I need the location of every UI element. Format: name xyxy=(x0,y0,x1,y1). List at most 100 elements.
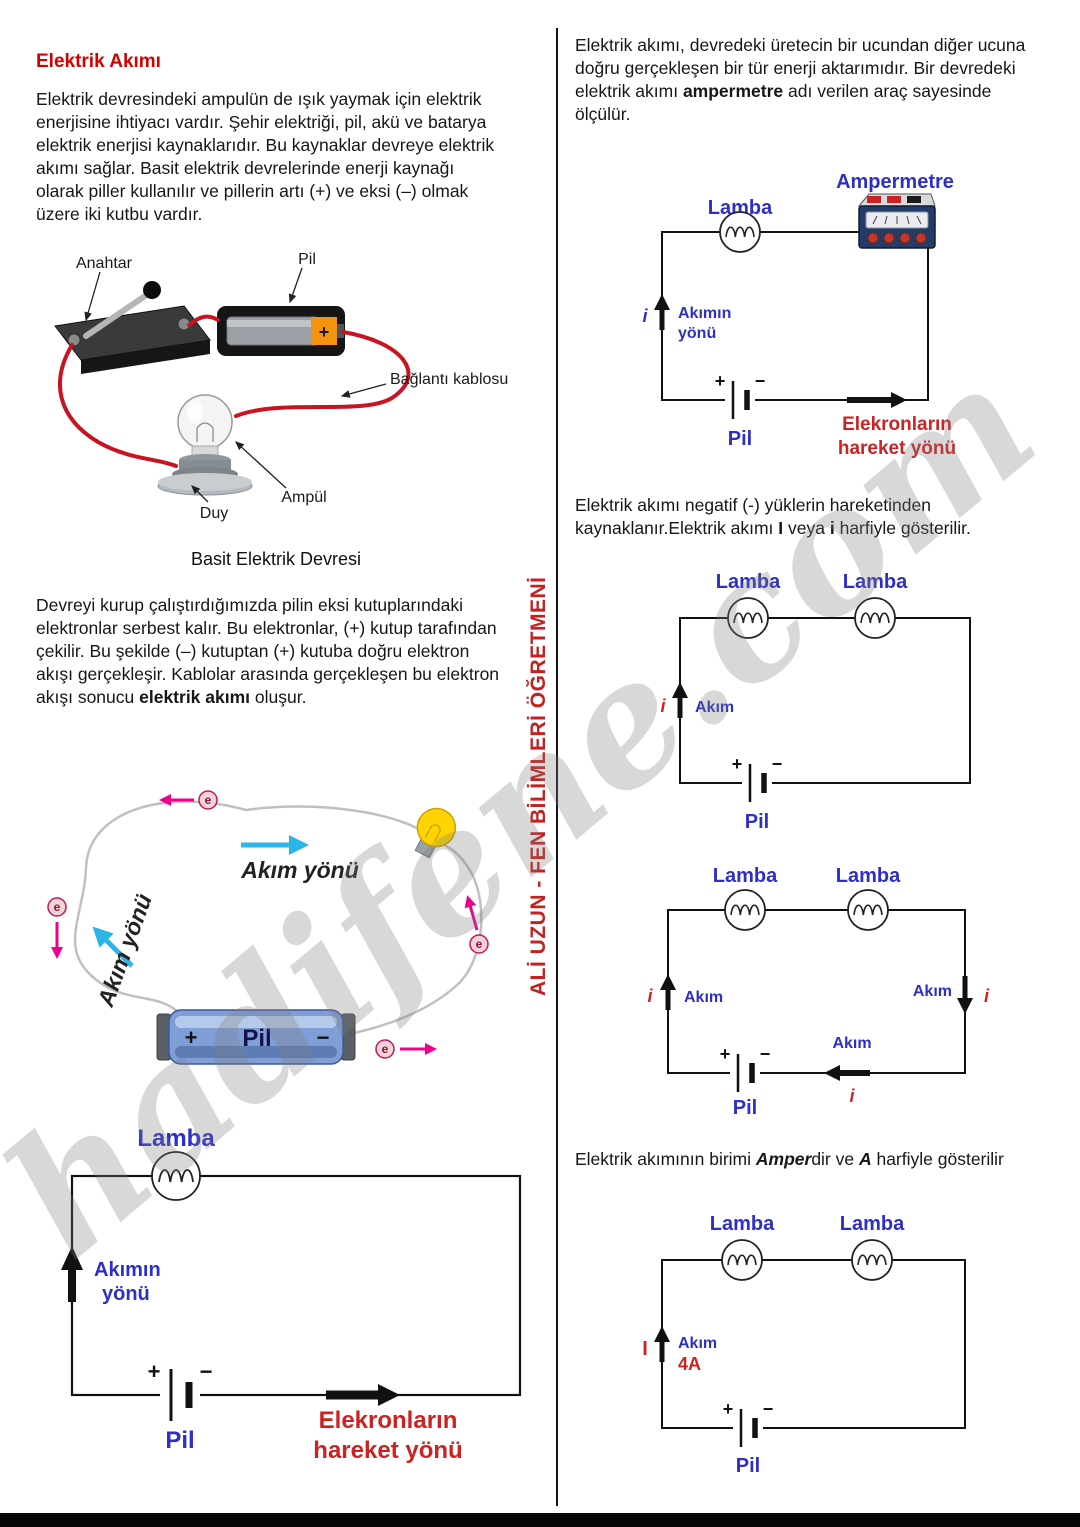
author-credit: ALİ UZUN - FEN BİLİMLERİ ÖĞRETMENİ xyxy=(527,576,550,996)
battery-symbol: + − xyxy=(715,371,766,419)
current-label-left: Akım xyxy=(684,989,723,1006)
electron-direction-label-line2: hareket yönü xyxy=(313,1437,462,1464)
battery-label: Pil xyxy=(728,428,752,450)
text-run: Elektrik akımı, devredeki üretecin bir u… xyxy=(575,35,1026,101)
lamp-symbol xyxy=(151,1151,201,1201)
lamp-label: Lamba xyxy=(836,865,901,887)
battery-callout-label: Pil xyxy=(298,251,316,268)
minus-sign: − xyxy=(755,371,766,391)
figure-ammeter-circuit: Lamba Ampermetre xyxy=(575,162,1045,500)
right-negative-charge-paragraph: Elektrik akımı negatif (-) yüklerin hare… xyxy=(575,494,1047,540)
electron-symbol: e xyxy=(159,790,218,810)
electron-direction-arrow xyxy=(847,392,907,408)
battery-label: Pil xyxy=(733,1097,757,1119)
current-arrow-down xyxy=(957,976,973,1014)
ammeter-device xyxy=(857,193,936,249)
bold-term-I: I xyxy=(778,518,784,538)
lamp-label: Lamba xyxy=(840,1213,905,1235)
svg-text:e: e xyxy=(205,793,212,807)
socket-callout-label: Duy xyxy=(200,505,228,522)
lamp-symbol xyxy=(851,1239,893,1281)
lamp-label: Lamba xyxy=(713,865,778,887)
lamp-symbol xyxy=(854,597,896,639)
battery-symbol: + − xyxy=(148,1359,213,1421)
current-arrow-up xyxy=(672,682,688,718)
glowing-bulb-illustration xyxy=(414,807,457,859)
electron-arrow xyxy=(464,895,479,931)
battery-symbol: + − xyxy=(720,1044,770,1092)
text-run: oluşur. xyxy=(250,687,307,707)
current-arrow-up xyxy=(61,1246,83,1302)
switch-illustration xyxy=(54,281,211,374)
page-bottom-edge xyxy=(0,1513,1080,1527)
battery-symbol: + − xyxy=(723,1399,773,1447)
bold-term-i: i xyxy=(829,518,835,538)
figure-left-schematic: Lamba Akımın yönü + − Pil xyxy=(36,1110,536,1495)
current-arrow-left xyxy=(824,1065,870,1081)
lamp-label: Lamba xyxy=(137,1125,215,1152)
right-intro-paragraph: Elektrik akımı, devredeki üretecin bir u… xyxy=(575,34,1047,126)
svg-text:e: e xyxy=(382,1042,389,1056)
electron-direction-arrow xyxy=(326,1384,400,1406)
lamp-label: Lamba xyxy=(710,1213,775,1235)
figure-unit-circuit: Lamba Lamba I Akım 4A + − xyxy=(575,1198,1045,1518)
plus-sign: + xyxy=(185,1025,198,1050)
electron-direction-label-line2: hareket yönü xyxy=(838,438,956,459)
current-symbol-i-bottom: i xyxy=(849,1086,855,1106)
bold-term-ampermetre: ampermetre xyxy=(682,81,784,101)
plus-sign: + xyxy=(715,371,726,391)
current-symbol-i: i xyxy=(660,696,666,716)
text-run: dir ve xyxy=(811,1149,859,1169)
svg-text:e: e xyxy=(476,937,483,951)
switch-callout-arrow xyxy=(84,271,101,322)
text-run: harfiyle gösterilir. xyxy=(834,518,971,538)
battery-label: Pil xyxy=(165,1427,194,1454)
current-symbol-i-left: i xyxy=(647,986,653,1006)
electron-symbol: e xyxy=(375,1039,437,1059)
plus-sign: + xyxy=(148,1359,161,1384)
lamp-symbol xyxy=(727,597,769,639)
bulb-illustration xyxy=(177,394,233,458)
plus-sign: + xyxy=(720,1044,731,1064)
battery-gap xyxy=(160,1390,200,1400)
plus-sign: + xyxy=(723,1399,734,1419)
current-value: 4A xyxy=(678,1354,701,1374)
minus-sign: − xyxy=(317,1025,330,1050)
current-arrow-up xyxy=(654,1326,670,1362)
cable-callout-label: Bağlantı kablosu xyxy=(390,371,508,388)
bulb-callout-arrow xyxy=(235,441,287,489)
text-run: harfiyle gösterilir xyxy=(871,1149,1004,1169)
minus-sign: − xyxy=(200,1359,213,1384)
figure-electron-flow: Akım yönü Akım yönü + − Pil e e xyxy=(36,768,546,1107)
lamp-label: Lamba xyxy=(716,571,781,593)
text-run: adı verilen araç sayesinde ölçülür. xyxy=(575,81,992,124)
connection-wires xyxy=(58,314,411,468)
minus-sign: − xyxy=(772,754,783,774)
current-direction-label-line1: Akımın xyxy=(678,305,731,322)
lamp-symbol xyxy=(721,1239,763,1281)
battery-plus-sign: + xyxy=(319,322,330,342)
electron-direction-label-line1: Elekronların xyxy=(319,1407,458,1434)
bulb-callout-label: Ampül xyxy=(281,489,326,506)
battery-label: Pil xyxy=(736,1455,760,1477)
text-run: veya xyxy=(783,518,830,538)
battery-label: Pil xyxy=(745,811,769,833)
electron-symbol: e xyxy=(47,897,67,959)
current-label: Akım xyxy=(678,1335,717,1352)
battery-gap xyxy=(730,1069,760,1077)
current-arrow-up xyxy=(660,974,676,1010)
socket-illustration xyxy=(157,454,253,496)
text-run: Devreyi kurup çalıştırdığımızda pilin ek… xyxy=(36,595,500,707)
battery-illustration: + xyxy=(217,306,345,356)
current-arrow-up xyxy=(654,294,670,330)
socket-callout-arrow xyxy=(191,485,209,503)
left-intro-paragraph: Elektrik devresindeki ampulün de ışık ya… xyxy=(36,89,495,224)
bold-term-A: A xyxy=(858,1149,872,1169)
current-arrow-left xyxy=(92,926,134,968)
electron-symbol: e xyxy=(464,895,489,954)
plus-sign: + xyxy=(732,754,743,774)
electron-direction-label-line1: Elekronların xyxy=(842,414,952,435)
lamp-label: Lamba xyxy=(843,571,908,593)
figure-caption: Basit Elektrik Devresi xyxy=(190,549,362,569)
left-electron-paragraph: Devreyi kurup çalıştırdığımızda pilin ek… xyxy=(36,594,504,709)
